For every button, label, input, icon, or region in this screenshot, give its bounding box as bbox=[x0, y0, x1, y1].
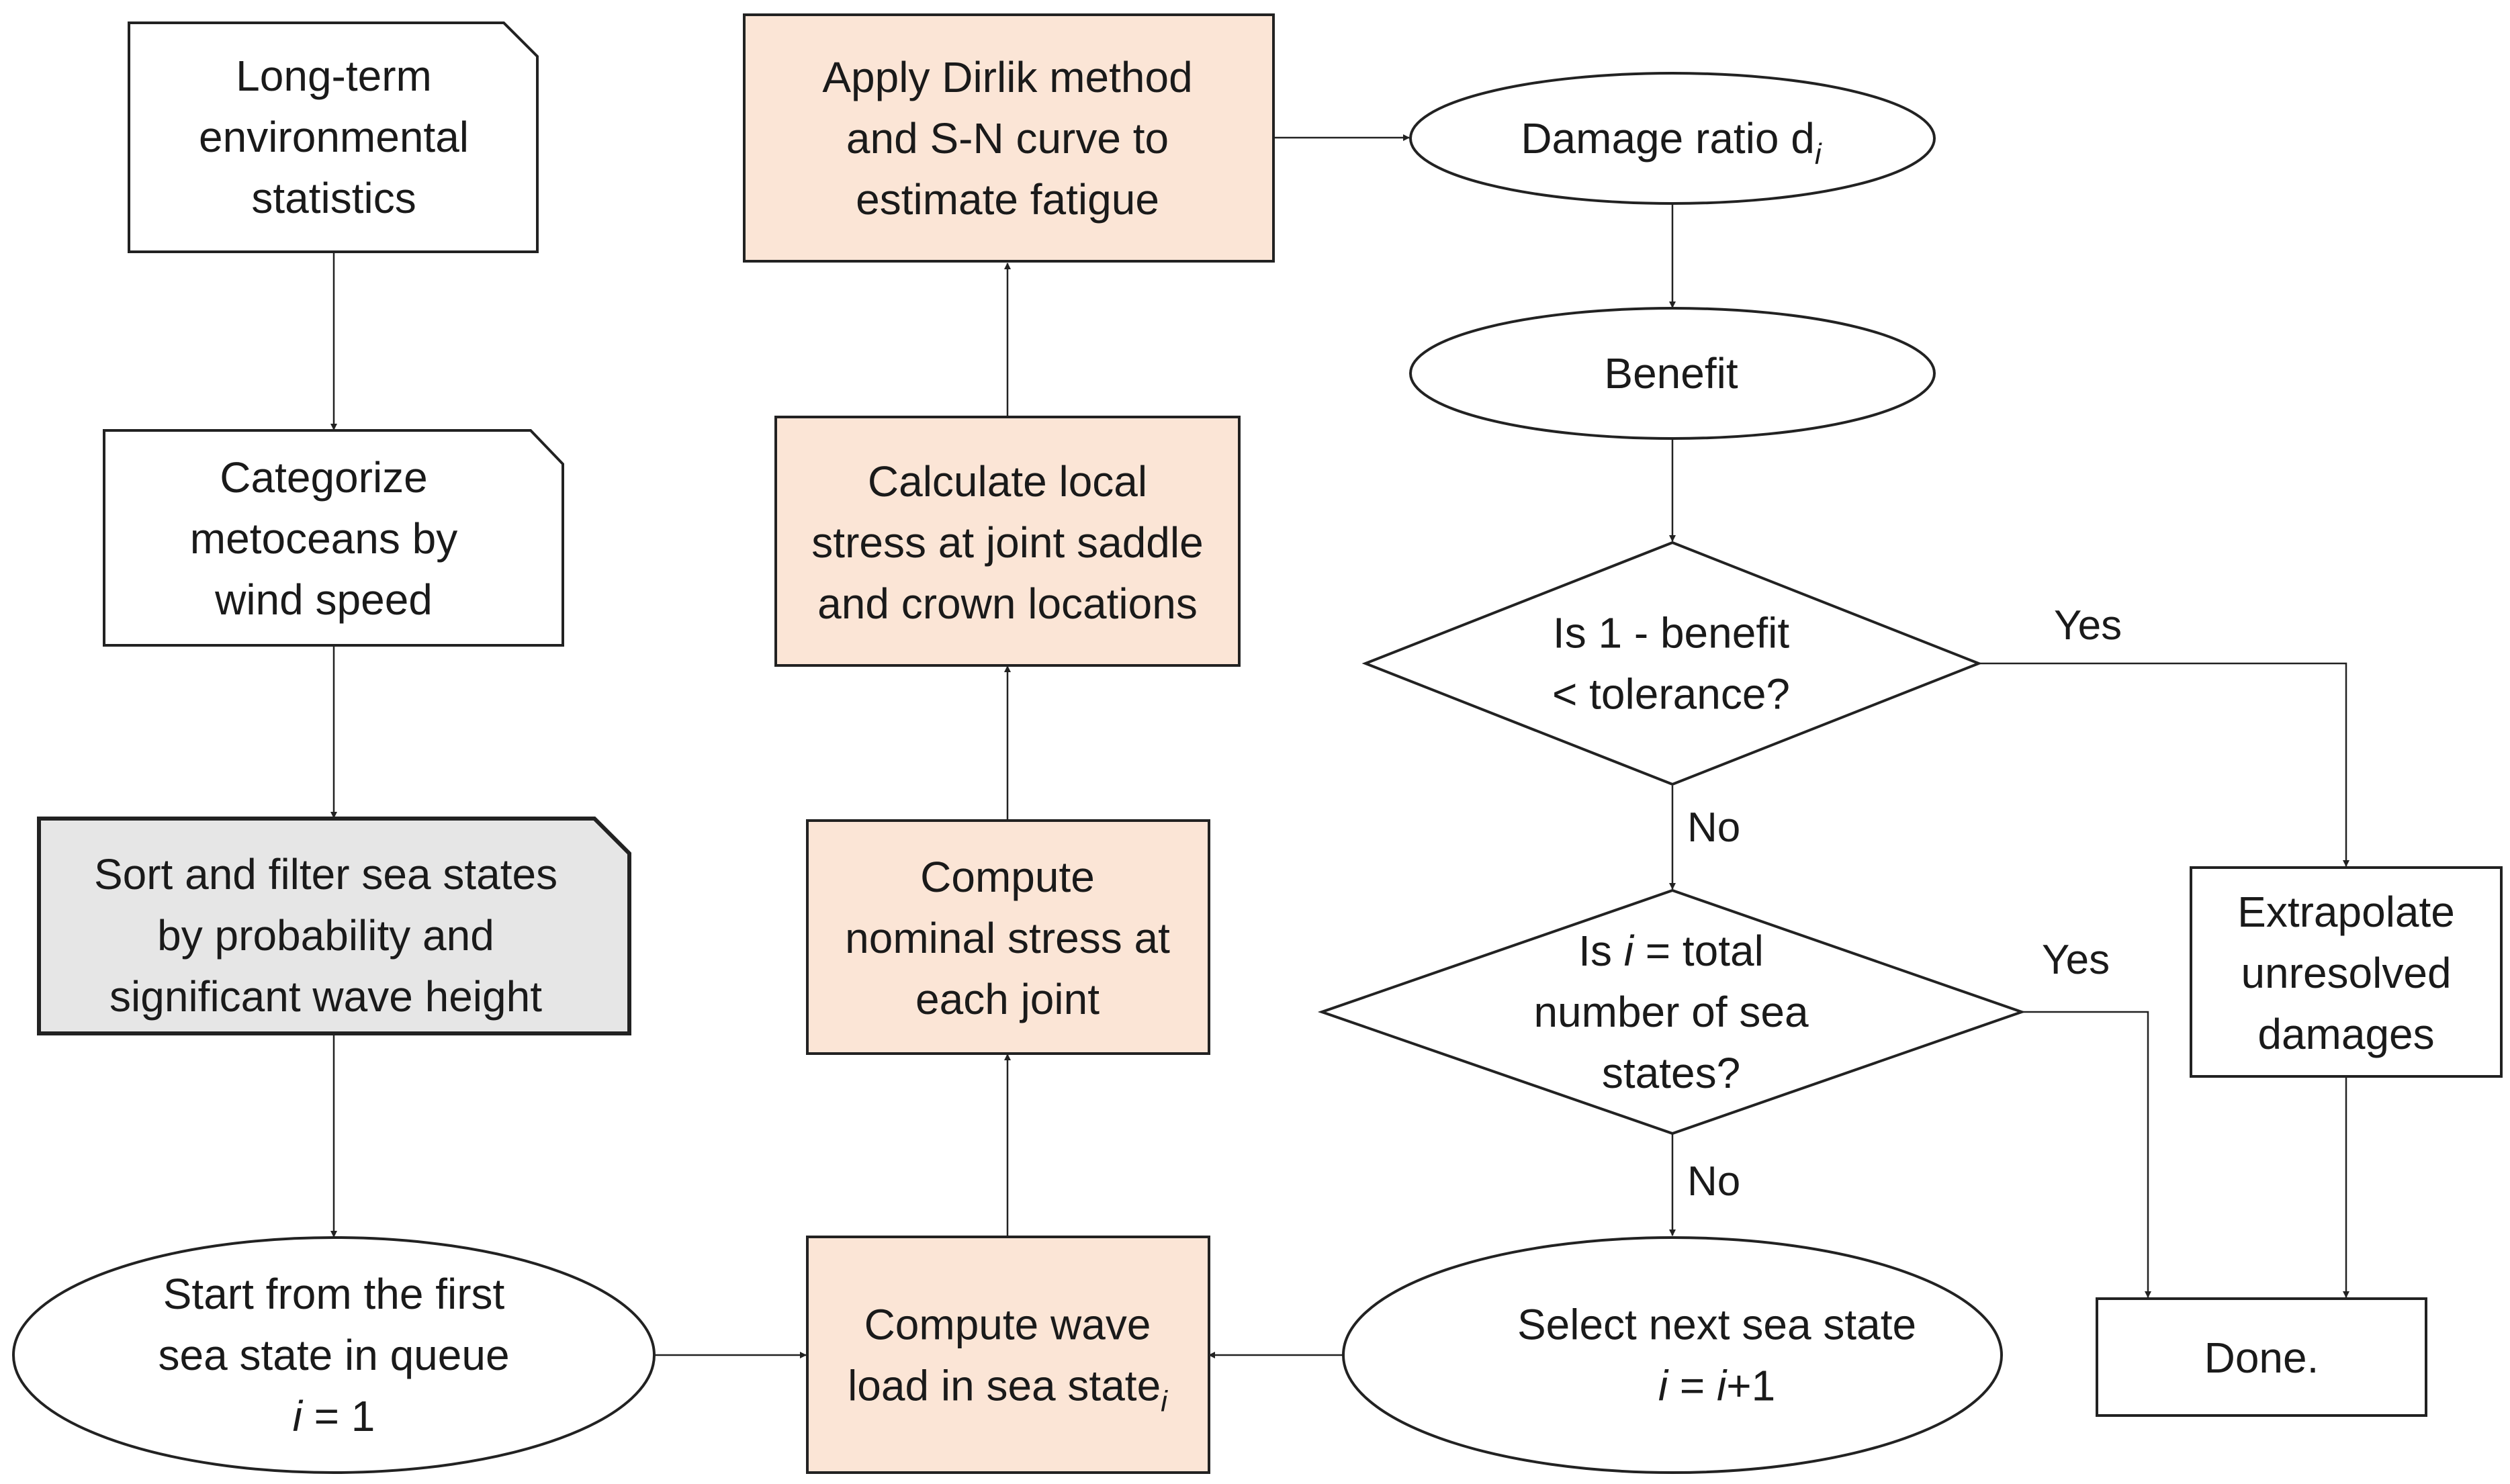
shapes bbox=[12, 13, 2503, 1474]
total-no-label: No bbox=[1687, 1158, 1740, 1205]
connectors bbox=[330, 134, 2349, 1358]
tolerance-decision-diamond bbox=[1361, 541, 1983, 786]
total-states-decision-diamond bbox=[1317, 888, 2026, 1135]
select-next-sea-state-ellipse bbox=[1342, 1236, 2003, 1474]
edge-tolerance-yes-to-extrapolate bbox=[1979, 662, 2349, 867]
damage-ratio-ellipse bbox=[1409, 72, 1936, 205]
done-box bbox=[2096, 1297, 2427, 1417]
categorize-metoceans-box bbox=[103, 429, 564, 647]
benefit-label: Benefit bbox=[1604, 349, 1738, 398]
long-term-statistics-box bbox=[128, 21, 539, 253]
total-yes-label: Yes bbox=[2042, 937, 2110, 983]
edge-labels: Yes No Yes No bbox=[1687, 602, 2122, 1205]
tolerance-decision-label: Is 1 - benefit< tolerance? bbox=[1552, 609, 1790, 718]
sort-filter-sea-states-box bbox=[37, 817, 631, 1035]
apply-dirlik-box bbox=[743, 13, 1275, 263]
tolerance-no-label: No bbox=[1687, 804, 1740, 851]
start-first-sea-state-ellipse bbox=[12, 1236, 656, 1474]
compute-nominal-stress-box bbox=[806, 819, 1210, 1055]
calculate-local-stress-box bbox=[774, 416, 1241, 667]
done-label: Done. bbox=[2204, 1334, 2319, 1382]
tolerance-yes-label: Yes bbox=[2054, 602, 2122, 649]
extrapolate-damages-box bbox=[2190, 866, 2503, 1078]
damage-ratio-label: Damage ratio di bbox=[1521, 114, 1822, 171]
benefit-ellipse bbox=[1409, 307, 1936, 440]
edge-total-yes-to-done bbox=[2022, 1011, 2151, 1298]
compute-wave-load-box bbox=[806, 1236, 1210, 1474]
